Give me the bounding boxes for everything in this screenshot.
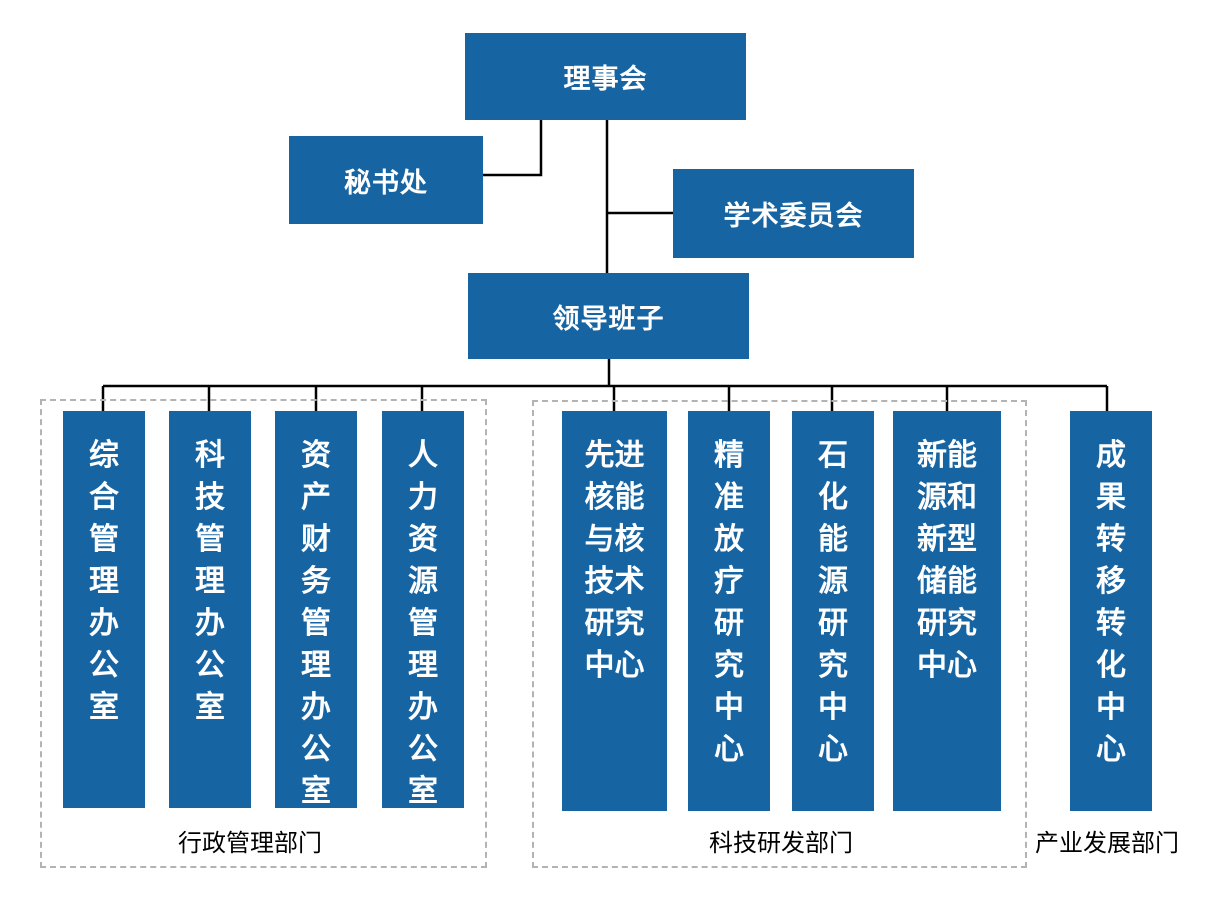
dept-hr-office: 人 力 资 源 管 理 办 公 室 [382,411,464,809]
dept-new-energy-center: 新能 源和 新型 储能 研究 中心 [893,411,1001,811]
board-to-secretariat-line [483,120,543,177]
dept-nuclear-center: 先进 核能 与核 技术 研究 中心 [562,411,667,811]
secretariat-box: 秘书处 [289,136,483,224]
dept-finance-office: 资 产 财 务 管 理 办 公 室 [275,411,357,809]
research-group-frame [532,400,1027,868]
dept-general-office: 综 合 管 理 办 公 室 [63,411,145,808]
admin-group-frame [40,399,487,868]
board-box: 理事会 [465,33,746,120]
industry-group-label: 产业发展部门 [1035,829,1179,857]
dept-petrochemical-center: 石 化 能 源 研 究 中 心 [792,411,874,811]
research-group-label: 科技研发部门 [709,829,853,857]
leadership-box: 领导班子 [468,273,749,359]
dept-radiotherapy-center: 精 准 放 疗 研 究 中 心 [688,411,770,811]
dept-tech-management-office: 科 技 管 理 办 公 室 [169,411,251,808]
academic-committee-box: 学术委员会 [673,169,914,258]
dept-tech-transfer-center: 成 果 转 移 转 化 中 心 [1070,411,1152,811]
admin-group-label: 行政管理部门 [178,829,322,857]
